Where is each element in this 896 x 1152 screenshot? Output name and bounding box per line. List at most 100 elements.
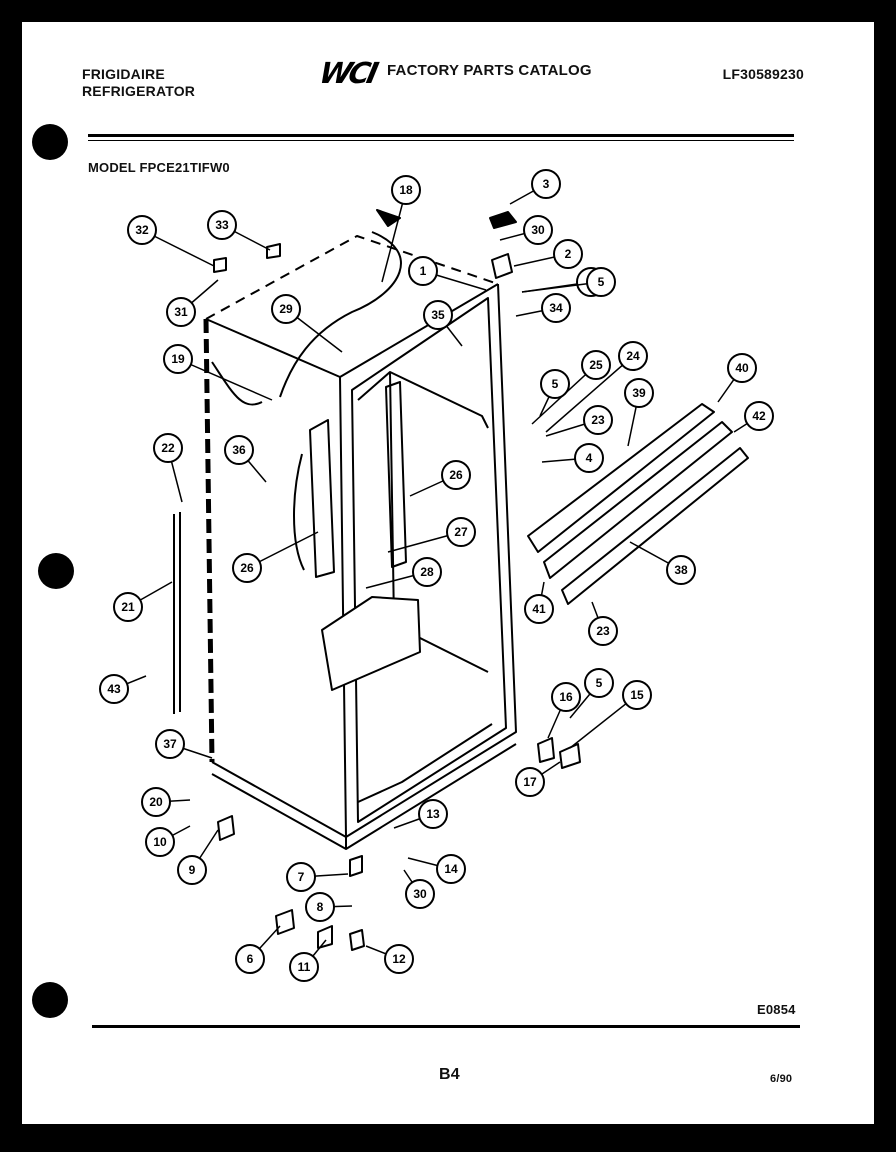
callout-number: 33 [215, 218, 229, 232]
callout-circle [166, 297, 196, 327]
callout-number: 30 [413, 887, 427, 901]
callout-circle [581, 350, 611, 380]
callout-circle [588, 616, 618, 646]
callout-circle [441, 460, 471, 490]
callout-circle [446, 517, 476, 547]
callout-circle [524, 594, 554, 624]
callout-number: 41 [532, 602, 546, 616]
callout-number: 30 [531, 223, 545, 237]
callout-number: 29 [279, 302, 293, 316]
callout-circle [286, 862, 316, 892]
callout-number: 25 [589, 358, 603, 372]
diagram-code: E0854 [757, 1002, 796, 1017]
callout-circle [574, 443, 604, 473]
callout-number: 38 [674, 563, 688, 577]
page-number: B4 [439, 1066, 460, 1083]
callout-number: 16 [559, 690, 573, 704]
callout-number: 28 [420, 565, 434, 579]
callout-circle [541, 293, 571, 323]
callout-circle [531, 169, 561, 199]
callout-number: 8 [317, 900, 324, 914]
callout-circle [583, 405, 613, 435]
callout-number: 23 [591, 413, 605, 427]
header-rule-thin [88, 140, 794, 141]
callout-number: 6 [247, 952, 254, 966]
callout-number: 39 [632, 386, 646, 400]
callout-leader-line [177, 358, 273, 401]
callout-number: 5 [552, 377, 559, 391]
callout-number: 32 [135, 223, 149, 237]
cabinet-drawing [173, 209, 749, 951]
catalog-number: LF30589230 [722, 66, 804, 82]
callout-number: 40 [735, 361, 749, 375]
callout-circle [145, 827, 175, 857]
callout-circle [177, 855, 207, 885]
callout-number: 9 [189, 863, 196, 877]
callout-circle [551, 682, 581, 712]
callout-circle [384, 944, 414, 974]
callout-circle [523, 215, 553, 245]
callout-number: 35 [431, 308, 445, 322]
footer-rule [92, 1025, 800, 1028]
callout-number: 4 [586, 451, 593, 465]
callout-number: 26 [240, 561, 254, 575]
callout-number: 14 [444, 862, 458, 876]
callout-number: 17 [523, 775, 537, 789]
callout-circle [418, 799, 448, 829]
callout-number: 1 [420, 264, 427, 278]
callout-circle [207, 210, 237, 240]
callout-number: 10 [153, 835, 167, 849]
callout-circle [727, 353, 757, 383]
callout-number: 7 [298, 870, 305, 884]
callout-leader-line [381, 189, 407, 283]
callout-number: 3 [543, 177, 550, 191]
callout-circle [127, 215, 157, 245]
callout-circle [624, 378, 654, 408]
callout-number: 36 [232, 443, 246, 457]
callout-circle [405, 879, 435, 909]
callout-number: 43 [107, 682, 121, 696]
callout-number: 20 [149, 795, 163, 809]
product-type: REFRIGERATOR [82, 83, 196, 99]
callout-number: 13 [426, 807, 440, 821]
binder-hole-top [32, 124, 68, 160]
callout-circle [622, 680, 652, 710]
callout-number: 5 [596, 676, 603, 690]
callout-circle [744, 401, 774, 431]
callout-circle [113, 592, 143, 622]
callout-circle [618, 341, 648, 371]
callout-number: 37 [163, 737, 177, 751]
callout-number: 12 [392, 952, 406, 966]
callout-circle [540, 369, 570, 399]
callout-circle [235, 944, 265, 974]
callout-number: 2 [565, 247, 572, 261]
callout-circle [305, 892, 335, 922]
brand-block: FRIGIDAIRE REFRIGERATOR [82, 66, 195, 100]
callout-circle [584, 668, 614, 698]
callout-number: 23 [596, 624, 610, 638]
callout-circle [391, 175, 421, 205]
brand-name: FRIGIDAIRE [82, 66, 165, 82]
callout-circle [232, 553, 262, 583]
callout-number: 22 [161, 441, 175, 455]
callout-number: 15 [630, 688, 644, 702]
callout-circle [155, 729, 185, 759]
callout-circle [412, 557, 442, 587]
callout-circle [436, 854, 466, 884]
callout-circle [141, 787, 171, 817]
revision-date: 6/90 [770, 1073, 793, 1085]
callout-circle [153, 433, 183, 463]
catalog-title: FACTORY PARTS CATALOG [387, 62, 592, 79]
callout-number: 5 [598, 275, 605, 289]
callout-number: 42 [752, 409, 766, 423]
callout-circle [515, 767, 545, 797]
callout-circle [289, 952, 319, 982]
callout-number: 27 [454, 525, 468, 539]
callout-number: 11 [298, 960, 311, 974]
callout-circle [666, 555, 696, 585]
callout-circle [423, 300, 453, 330]
callout-number: 34 [549, 301, 563, 315]
callout-leader-line [545, 355, 634, 433]
callout-circle [224, 435, 254, 465]
binder-hole-middle [38, 553, 74, 589]
